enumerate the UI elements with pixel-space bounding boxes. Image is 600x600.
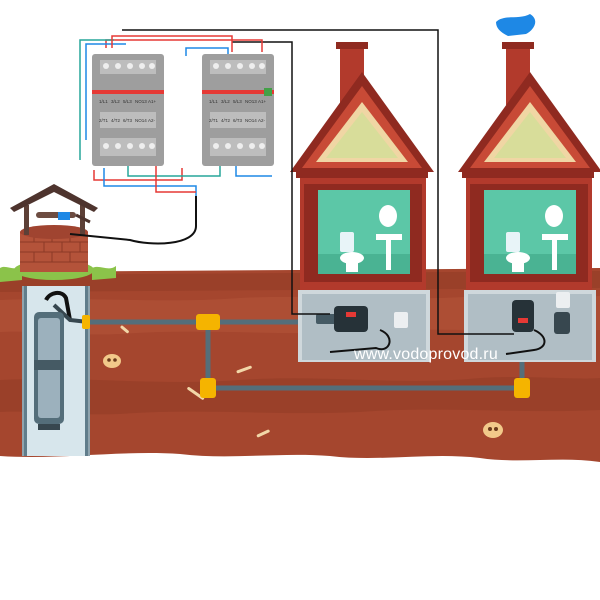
sink-icon (376, 205, 402, 270)
contactor-label: 5/L3 (233, 99, 242, 104)
contactor-icon: 1/L1 3/L2 5/L3 NO13 A1+ 2/T1 4/T2 6/T3 N… (92, 54, 164, 166)
contactor-label: A1+ (148, 99, 157, 104)
contactor-label: 4/T2 (221, 118, 231, 123)
circulation-pump-icon (316, 306, 408, 353)
ground (0, 266, 600, 462)
toilet-icon (340, 232, 364, 272)
skull-icon (483, 422, 503, 438)
contactor-label: A1+ (258, 99, 267, 104)
toilet-icon (506, 232, 530, 272)
bone-icon (120, 325, 270, 438)
contactor-label: 2/T1 (99, 118, 109, 123)
skull-icon (103, 354, 121, 368)
control-wires (69, 29, 514, 335)
smoke-icon (496, 14, 536, 36)
contactor-label: 3/L2 (221, 99, 230, 104)
contactor-label: 4/T2 (111, 118, 121, 123)
contactor-label: NO14 (245, 118, 257, 123)
contactor-label: A2- (148, 118, 156, 123)
watermark-text: www.vodoprovod.ru (354, 346, 498, 363)
submersible-pump-icon (34, 291, 89, 430)
contactor-label: NO14 (135, 118, 147, 123)
contactor-icon: 1/L1 3/L2 5/L3 NO13 A1+ 2/T1 4/T2 6/T3 N… (202, 54, 274, 166)
contactor-label: 2/T1 (209, 118, 219, 123)
contactor-label: 1/L1 (209, 99, 218, 104)
contactor-label: NO13 (135, 99, 147, 104)
contactor-label: 6/T3 (233, 118, 243, 123)
contactor-label: NO13 (245, 99, 257, 104)
contactor-label: A2- (258, 118, 266, 123)
contactor-label: 1/L1 (99, 99, 108, 104)
contactor-label: 3/L2 (111, 99, 120, 104)
contactor-label: 6/T3 (123, 118, 133, 123)
well-icon (10, 184, 98, 280)
circulation-pump-icon (505, 292, 570, 355)
contactor-label: 5/L3 (123, 99, 132, 104)
sink-icon (542, 205, 568, 270)
